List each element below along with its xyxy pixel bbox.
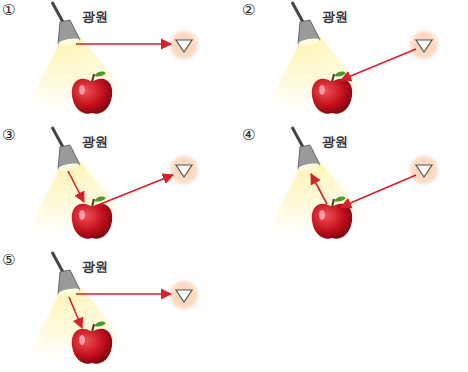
panel — [20, 127, 202, 247]
apple — [72, 321, 113, 363]
lamp-pole — [292, 127, 304, 149]
apple — [312, 196, 353, 238]
part-label: 광원 — [322, 10, 348, 24]
eye-glow — [406, 152, 442, 188]
part-label: 광원 — [322, 135, 348, 149]
callout-number: ③ — [2, 127, 15, 144]
part-label: 광원 — [82, 260, 108, 274]
light-glow — [260, 36, 390, 122]
lamp-pole — [52, 2, 64, 24]
eye-glow — [166, 27, 202, 63]
light-glow — [20, 36, 150, 122]
part-label: 광원 — [82, 135, 108, 149]
lamp-pole — [292, 2, 304, 24]
eye-symbol — [176, 290, 192, 302]
light-ray — [68, 171, 84, 202]
apple — [72, 196, 113, 238]
part-label: 광원 — [82, 10, 108, 24]
light-ray — [69, 297, 82, 328]
panel — [20, 2, 202, 122]
light-glow — [260, 161, 390, 247]
apple — [72, 71, 113, 113]
light-glow — [20, 286, 150, 372]
lamp-bulb — [298, 37, 321, 47]
eye-symbol — [176, 40, 192, 52]
eye-symbol — [176, 165, 192, 177]
callout-number: ② — [242, 2, 255, 19]
light-ray — [98, 175, 173, 205]
eye-symbol — [416, 165, 432, 177]
eye-symbol — [416, 40, 432, 52]
eye-glow — [166, 277, 202, 313]
lamp-bulb — [58, 287, 81, 297]
light-glow — [20, 161, 150, 247]
callout-number: ⑤ — [2, 252, 15, 269]
lamp-bulb — [58, 162, 81, 172]
lamp-bulb — [58, 37, 81, 47]
panel — [20, 252, 202, 372]
light-ray — [341, 175, 416, 207]
light-ray — [341, 49, 416, 80]
callout-number: ④ — [242, 127, 255, 144]
eye-glow — [166, 152, 202, 188]
light-ray — [311, 174, 327, 204]
lamp-pole — [52, 252, 64, 274]
panel — [260, 2, 442, 122]
light-ray — [76, 43, 171, 45]
light-ray — [76, 293, 171, 295]
eye-glow — [406, 27, 442, 63]
lamp-bulb — [298, 162, 321, 172]
lamp-pole — [52, 127, 64, 149]
callout-number: ① — [2, 2, 15, 19]
panel — [260, 127, 442, 247]
